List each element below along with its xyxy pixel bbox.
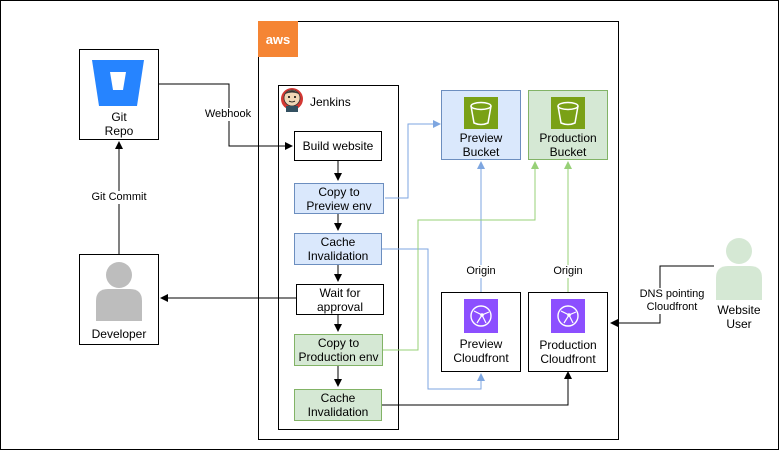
edge-label-git-commit: Git Commit — [86, 191, 152, 204]
edge-cache-production-cloudfront — [382, 371, 572, 406]
step-cache-invalidation-production: Cache Invalidation — [294, 389, 382, 421]
production-bucket-s3-icon — [551, 97, 585, 129]
production-cloudfront-icon — [551, 299, 585, 333]
edge-cache-preview-cloudfront — [382, 248, 485, 390]
edge-copy-production-bucket — [383, 161, 539, 351]
aws-cloud-group — [258, 21, 619, 440]
edge-label-origin-preview: Origin — [462, 265, 500, 278]
step-copy-production: Copy to Production env — [294, 334, 383, 366]
developer-label: Developer — [91, 327, 147, 341]
step-cache-invalidation-preview: Cache Invalidation — [294, 233, 382, 265]
jenkins-group — [278, 85, 399, 430]
bitbucket-icon — [90, 58, 146, 108]
edge-label-webhook: Webhook — [200, 108, 256, 121]
git-repo-label: Git Repo — [104, 110, 134, 138]
preview-bucket-label: Preview Bucket — [459, 131, 503, 159]
aws-logo-text: aws — [265, 31, 291, 47]
developer-person-icon — [94, 259, 144, 321]
website-user-label: Website User — [717, 303, 761, 331]
step-build-website: Build website — [294, 131, 382, 161]
jenkins-icon — [280, 87, 304, 113]
edge-label-origin-production: Origin — [549, 265, 587, 278]
step-copy-preview: Copy to Preview env — [294, 183, 384, 214]
preview-bucket-s3-icon — [464, 97, 498, 129]
aws-logo-icon: aws — [258, 21, 298, 57]
step-wait-for-approval: Wait for approval — [296, 284, 384, 315]
production-cloudfront-label: Production Cloudfront — [539, 338, 597, 366]
preview-cloudfront-label: Preview Cloudfront — [453, 337, 509, 365]
git-repo-box — [79, 49, 159, 140]
preview-cloudfront-icon — [464, 299, 498, 333]
website-user-icon — [714, 236, 764, 300]
production-bucket-label: Production Bucket — [539, 131, 597, 159]
edge-label-dns: DNS pointing Cloudfront — [634, 288, 710, 314]
jenkins-title: Jenkins — [310, 95, 351, 109]
developer-box — [79, 254, 159, 345]
edge-copy-preview-bucket — [385, 120, 441, 199]
